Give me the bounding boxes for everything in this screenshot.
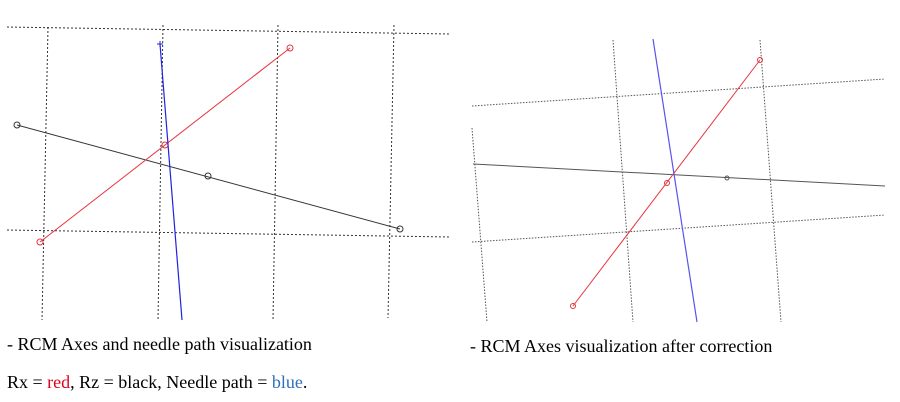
legend-rz-needle-label: , Rz = black, Needle path = (70, 372, 272, 392)
rx-endpoint-marker (570, 303, 576, 309)
rx-axis-line (39, 47, 291, 243)
needle-path-line (652, 38, 698, 323)
left-caption: - RCM Axes and needle path visualization (7, 334, 312, 354)
grid-line (471, 214, 886, 243)
rz-endpoint-marker (396, 225, 404, 233)
rx-center-marker (664, 180, 670, 186)
color-legend: Rx = red, Rz = black, Needle path = blue… (7, 372, 307, 393)
right-caption: - RCM Axes visualization after correctio… (470, 336, 773, 356)
legend-needle-color: blue (271, 372, 303, 392)
grid-line (6, 229, 451, 238)
legend-rx-color: red (47, 372, 71, 392)
legend-rx-label: Rx = (7, 372, 48, 392)
rz-center-marker (204, 172, 212, 180)
left-panel-before-correction (6, 24, 451, 321)
grid-line (6, 26, 451, 35)
grid-line (387, 24, 395, 319)
rz-endpoint-marker (13, 121, 21, 129)
right-panel-after-correction (471, 38, 886, 323)
rx-endpoint-marker (36, 238, 44, 246)
grid-line (759, 39, 782, 323)
grid-line (41, 26, 49, 321)
grid-line (272, 24, 279, 321)
left-grid (6, 24, 451, 321)
rz-axis-line (16, 124, 401, 230)
grid-line (471, 127, 488, 323)
rx-axis-line (572, 59, 761, 307)
rz-axis-line (472, 163, 886, 187)
needle-path-line (159, 43, 183, 321)
right-grid (471, 39, 886, 323)
rx-endpoint-marker (286, 44, 294, 52)
needle-tip-marker (157, 41, 163, 47)
grid-line (471, 78, 886, 107)
grid-line (612, 39, 634, 323)
rx-endpoint-marker (757, 57, 763, 63)
rz-center-marker (724, 175, 730, 181)
legend-end: . (302, 372, 308, 392)
